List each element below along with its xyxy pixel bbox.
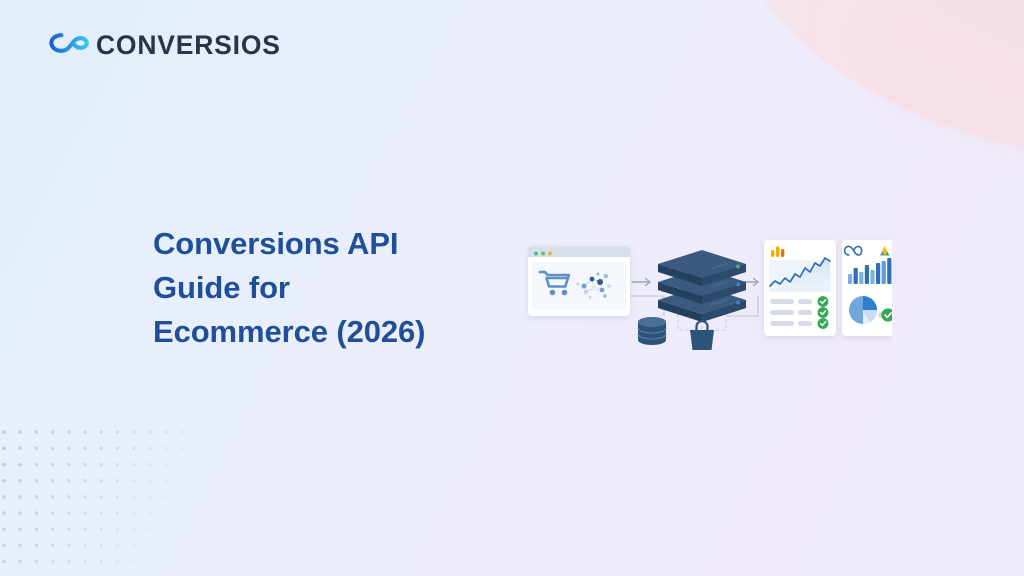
google-ads-icon	[880, 246, 890, 256]
pie-chart-icon	[849, 296, 877, 324]
report-row	[770, 296, 829, 307]
window-dot-green	[534, 251, 538, 256]
window-dot-green	[541, 251, 545, 256]
decorative-dot-grid	[0, 424, 206, 576]
page-title-line-3: Ecommerce (2026)	[153, 314, 426, 350]
brand-logo[interactable]: CONVERSIOS	[48, 28, 281, 63]
ad-platforms-card	[842, 240, 892, 336]
window-dot-yellow	[548, 251, 552, 256]
page-title-line-2: Guide for	[153, 270, 290, 306]
shopping-cart-icon	[538, 270, 571, 296]
report-row	[770, 307, 829, 318]
decorative-pink-corner	[864, 0, 1024, 176]
meta-infinity-icon	[843, 245, 863, 256]
page-title: Conversions API Guide for Ecommerce (202…	[153, 222, 483, 354]
report-row	[770, 318, 829, 329]
server-stack-icon	[658, 250, 746, 322]
bar-chart-icon	[848, 258, 892, 284]
data-nodes-cluster-icon	[576, 272, 611, 299]
infinity-loop-icon	[48, 28, 94, 63]
line-chart-icon	[769, 257, 831, 292]
page-title-line-1: Conversions API	[153, 226, 399, 261]
google-analytics-icon	[771, 246, 785, 257]
conversions-api-dataflow-diagram	[512, 218, 892, 358]
server-layer-top	[658, 250, 746, 286]
brand-name: CONVERSIOS	[96, 30, 281, 61]
ecommerce-storefront-window	[528, 246, 630, 316]
analytics-report-card	[764, 240, 836, 336]
database-cylinder-icon	[637, 317, 667, 345]
check-circle-icon	[878, 308, 892, 322]
shopping-bag-icon	[690, 319, 714, 350]
arrow-right-icon	[631, 277, 651, 287]
